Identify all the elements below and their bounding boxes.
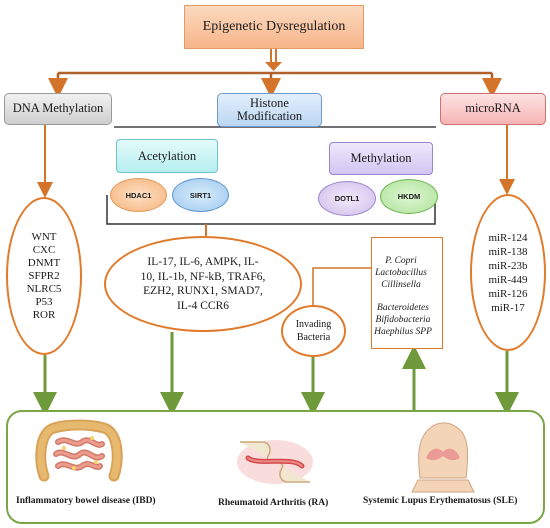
mirna-item: miR-124 xyxy=(488,231,528,244)
disease-ra-label: Rheumatoid Arthritis (RA) xyxy=(218,498,329,508)
bacteria-box: P. Copri Lactobacillus Cillinsella Bacte… xyxy=(371,237,443,349)
mirna-item: miR-138 xyxy=(488,245,528,258)
top-double-line xyxy=(270,49,277,63)
face-rash-icon xyxy=(411,422,475,493)
disease-sle-label: Systemic Lupus Erythematosus (SLE) xyxy=(363,496,518,506)
histone-modification-box: Histone Modification xyxy=(217,93,322,127)
histone-gene-line: IL-4 CCR6 xyxy=(176,299,230,312)
histone-label-line2: Modification xyxy=(236,109,303,123)
bacteria-name: Cillinsella xyxy=(381,280,421,290)
dna-gene: CXC xyxy=(32,243,56,256)
dna-genes-ellipse: WNT CXC DNMT SFPR2 NLRC5 P53 ROR xyxy=(6,197,82,355)
bacteria-down-group: Bacteroidetes Bifidobacteria Haephilus S… xyxy=(372,302,434,338)
bacteria-name: Bifidobacteria xyxy=(375,315,431,325)
top-arrow-head xyxy=(265,62,282,71)
bacteria-name: Haephilus SPP xyxy=(374,327,432,337)
invading-bacteria-ellipse: Invading Bacteria xyxy=(281,305,346,357)
dna-methylation-box: DNA Methylation xyxy=(4,93,112,125)
bacteria-name: Bacteroidetes xyxy=(377,303,429,313)
mirna-ellipse: miR-124 miR-138 miR-23b miR-449 miR-126 … xyxy=(470,194,546,351)
hkdm-node: HKDM xyxy=(380,179,438,214)
joint-icon xyxy=(237,440,313,484)
histone-gene-line: IL-17, IL-6, AMPK, IL- xyxy=(147,256,259,268)
sirt1-node: SIRT1 xyxy=(172,178,229,212)
disease-panel: Inflammatory bowel disease (IBD) Rheumat… xyxy=(6,410,545,524)
dna-gene: P53 xyxy=(35,295,53,308)
dna-gene: NLRC5 xyxy=(26,282,62,295)
microrna-box: microRNA xyxy=(440,93,546,125)
bacteria-name: Lactobacillus xyxy=(375,268,427,278)
mirna-item: miR-449 xyxy=(488,273,528,286)
bacteria-name: P. Copri xyxy=(385,256,417,266)
histone-gene-line: EZH2, RUNX1, SMAD7, xyxy=(143,285,263,297)
histone-label-line1: Histone xyxy=(250,95,289,110)
dna-gene: ROR xyxy=(32,308,56,321)
bacteria-up-group: P. Copri Lactobacillus Cillinsella xyxy=(372,255,430,291)
mirna-item: miR-23b xyxy=(488,259,528,272)
invading-label-line1: Invading xyxy=(295,319,332,330)
histone-genes-ellipse: IL-17, IL-6, AMPK, IL- 10, IL-1b, NF-kB,… xyxy=(104,236,302,332)
acetylation-box: Acetylation xyxy=(116,139,218,173)
dotl1-node: DOTL1 xyxy=(318,181,376,216)
epigenetic-dysregulation-box: Epigenetic Dysregulation xyxy=(184,5,364,49)
disease-ibd-label: Inflammatory bowel disease (IBD) xyxy=(16,496,156,506)
dna-gene: DNMT xyxy=(27,256,61,269)
intestine-icon xyxy=(35,419,123,482)
hdac1-node: HDAC1 xyxy=(110,178,167,212)
histone-gene-line: 10, IL-1b, NF-kB, TRAF6, xyxy=(140,270,266,283)
dna-gene: WNT xyxy=(31,230,57,243)
dna-gene: SFPR2 xyxy=(28,269,60,282)
methylation-box: Methylation xyxy=(329,142,433,175)
mirna-item: miR-17 xyxy=(491,301,525,314)
mirna-item: miR-126 xyxy=(488,287,528,300)
invading-label-line2: Bacteria xyxy=(296,332,331,343)
